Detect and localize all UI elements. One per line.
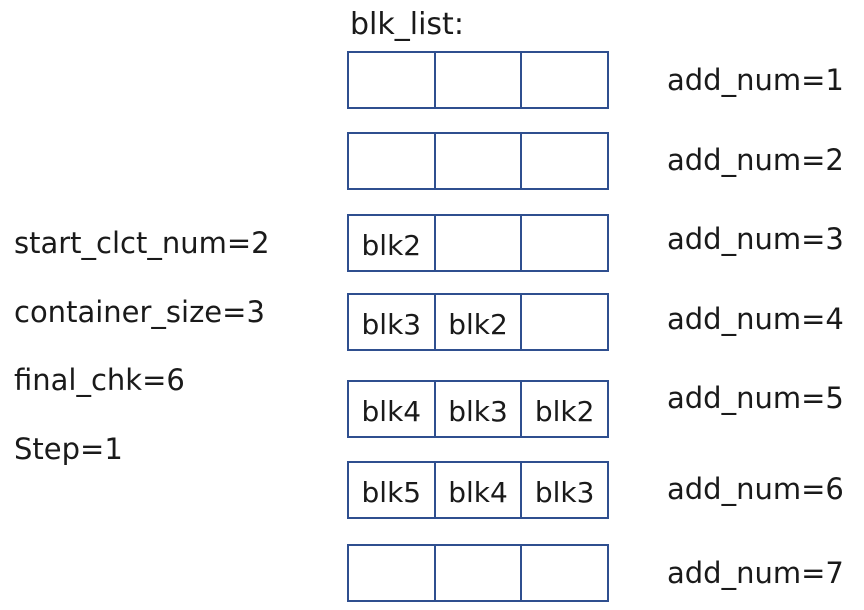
blk-cell bbox=[349, 53, 436, 107]
blk-cell bbox=[522, 295, 607, 349]
add-num-label: add_num=4 bbox=[667, 302, 844, 336]
blk-cell bbox=[522, 134, 607, 188]
blk-list-row-5: blk4 blk3 blk2 bbox=[347, 380, 609, 438]
add-num-label: add_num=2 bbox=[667, 143, 844, 177]
blk-cell: blk2 bbox=[534, 394, 595, 428]
blk-list-row-1 bbox=[347, 51, 609, 109]
blk-list-row-6: blk5 blk4 blk3 bbox=[347, 461, 609, 519]
param-start-clct-num: start_clct_num=2 bbox=[14, 226, 270, 260]
blk-cell bbox=[522, 546, 607, 600]
blk-cell: blk2 bbox=[349, 216, 436, 270]
blk-cell bbox=[436, 546, 523, 600]
blk-cell: blk4 bbox=[349, 382, 436, 436]
add-num-label: add_num=3 bbox=[667, 222, 844, 256]
add-num-label: add_num=7 bbox=[667, 556, 844, 590]
blk-cell: blk4 bbox=[436, 463, 523, 517]
blk-cell: blk3 bbox=[436, 382, 523, 436]
blk-list-row-7 bbox=[347, 544, 609, 602]
blk-cell bbox=[436, 53, 523, 107]
blk-list-row-3: blk2 bbox=[347, 214, 609, 272]
param-final-chk: final_chk=6 bbox=[14, 363, 185, 397]
blk-cell: blk2 bbox=[436, 295, 523, 349]
blk-list-row-4: blk3 blk2 bbox=[347, 293, 609, 351]
add-num-label: add_num=5 bbox=[667, 381, 844, 415]
blk-cell bbox=[349, 134, 436, 188]
blk-cell: blk3 bbox=[534, 475, 595, 509]
add-num-label: add_num=1 bbox=[667, 63, 844, 97]
blk-cell bbox=[436, 216, 523, 270]
param-step: Step=1 bbox=[14, 432, 123, 466]
param-container-size: container_size=3 bbox=[14, 295, 265, 329]
blk-cell: blk3 bbox=[349, 295, 436, 349]
blk-list-row-2 bbox=[347, 132, 609, 190]
blk-cell bbox=[436, 134, 523, 188]
blk-list-title: blk_list: bbox=[350, 7, 464, 42]
blk-cell bbox=[522, 216, 607, 270]
blk-cell bbox=[349, 546, 436, 600]
blk-cell bbox=[522, 53, 607, 107]
blk-cell: blk5 bbox=[349, 463, 436, 517]
add-num-label: add_num=6 bbox=[667, 472, 844, 506]
